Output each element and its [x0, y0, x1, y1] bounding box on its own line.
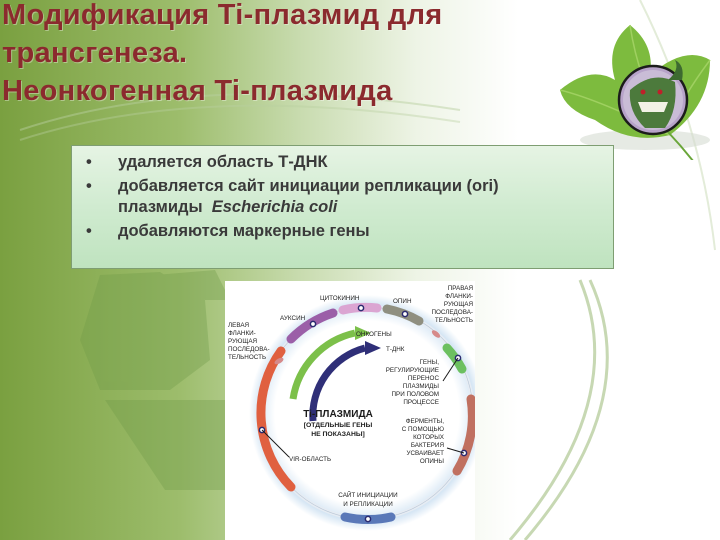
svg-text:ТЕЛЬНОСТЬ: ТЕЛЬНОСТЬ [435, 317, 473, 324]
label-tdna: Т-ДНК [386, 346, 405, 353]
label-vir-region: VIR-ОБЛАСТЬ [289, 456, 331, 463]
svg-text:ПОСЛЕДОВА-: ПОСЛЕДОВА- [431, 309, 473, 316]
left-flank-marker [274, 357, 284, 365]
slide-title: Модификация Ti-плазмид для трансгенеза. … [2, 0, 443, 110]
svg-text:ФЕРМЕНТЫ,: ФЕРМЕНТЫ, [406, 418, 445, 425]
ti-plasmid-diagram: ЦИТОКИНИН ОПИН АУКСИН ОНКОГЕНЫ Т-ДНК ЛЕВ… [225, 281, 475, 540]
bullet-text: удаляется область Т-ДНК [118, 153, 328, 171]
svg-text:КОТОРЫХ: КОТОРЫХ [413, 434, 445, 441]
right-flank-marker [431, 330, 441, 338]
bullet-marker: • [86, 222, 92, 240]
label-ori: САЙТ ИНИЦИАЦИИ И РЕПЛИКАЦИИ [338, 490, 398, 508]
label-opine-enzymes: ФЕРМЕНТЫ, С ПОМОЩЬЮ КОТОРЫХ БАКТЕРИЯ УСВ… [402, 418, 445, 465]
label-opin: ОПИН [393, 298, 412, 305]
svg-text:ПРОЦЕССЕ: ПРОЦЕССЕ [403, 399, 439, 406]
svg-text:ЛЕВАЯ: ЛЕВАЯ [228, 322, 250, 329]
svg-text:ГЕНЫ,: ГЕНЫ, [420, 359, 440, 366]
svg-text:РУЮЩАЯ: РУЮЩАЯ [444, 301, 474, 308]
svg-text:[ОТДЕЛЬНЫЕ ГЕНЫ: [ОТДЕЛЬНЫЕ ГЕНЫ [304, 422, 373, 429]
svg-text:ПЕРЕНОС: ПЕРЕНОС [408, 375, 440, 382]
label-oncogenes: ОНКОГЕНЫ [356, 331, 392, 338]
title-line-3: Неонкогенная Ti-плазмида [2, 75, 393, 107]
svg-text:ФЛАНКИ-: ФЛАНКИ- [445, 293, 473, 300]
bullet-text-continuation: плазмиды [118, 198, 208, 216]
oncogenes-arrow [289, 329, 356, 400]
svg-text:УСВАИВАЕТ: УСВАИВАЕТ [406, 450, 444, 457]
bullet-marker: • [86, 153, 92, 171]
svg-text:БАКТЕРИЯ: БАКТЕРИЯ [411, 442, 445, 449]
bullet-list-box: • удаляется область Т-ДНК • добавляется … [71, 145, 614, 269]
species-name: Escherichia coli [211, 198, 338, 216]
svg-text:И РЕПЛИКАЦИИ: И РЕПЛИКАЦИИ [343, 501, 393, 508]
label-auxin: АУКСИН [280, 315, 306, 322]
svg-text:ПЛАЗМИДЫ: ПЛАЗМИДЫ [403, 383, 440, 390]
svg-text:РУЮЩАЯ: РУЮЩАЯ [228, 338, 258, 345]
bullet-list: • удаляется область Т-ДНК • добавляется … [72, 146, 613, 242]
svg-text:Ti-ПЛАЗМИДА: Ti-ПЛАЗМИДА [303, 409, 373, 420]
svg-text:САЙТ ИНИЦИАЦИИ: САЙТ ИНИЦИАЦИИ [338, 490, 398, 499]
diagram-title: Ti-ПЛАЗМИДА [ОТДЕЛЬНЫЕ ГЕНЫ НЕ ПОКАЗАНЫ] [303, 409, 373, 438]
bullet-item: • удаляется область Т-ДНК [72, 152, 613, 173]
tdna-arrow [309, 344, 366, 422]
title-line-1: Модификация Ti-плазмид для [2, 0, 443, 31]
leaf-with-dragon-badge-icon [559, 20, 720, 171]
bullet-item: • добавляются маркерные гены [72, 221, 613, 242]
recycle-arrows-icon [80, 270, 230, 490]
label-conjugation-genes: ГЕНЫ, РЕГУЛИРУЮЩИЕ ПЕРЕНОС ПЛАЗМИДЫ ПРИ … [386, 359, 440, 406]
svg-text:ПОСЛЕДОВА-: ПОСЛЕДОВА- [228, 346, 270, 353]
svg-text:НЕ ПОКАЗАНЫ]: НЕ ПОКАЗАНЫ] [311, 431, 365, 438]
svg-text:ПРАВАЯ: ПРАВАЯ [448, 285, 474, 292]
svg-text:ТЕЛЬНОСТЬ: ТЕЛЬНОСТЬ [228, 354, 266, 361]
svg-text:ПРИ ПОЛОВОМ: ПРИ ПОЛОВОМ [391, 391, 439, 398]
bullet-text: добавляется сайт инициации репликации (o… [118, 177, 499, 195]
label-left-flank: ЛЕВАЯ ФЛАНКИ- РУЮЩАЯ ПОСЛЕДОВА- ТЕЛЬНОСТ… [228, 322, 270, 361]
opine-catabolism-segment [452, 394, 475, 476]
bullet-item: • добавляется сайт инициации репликации … [72, 176, 613, 218]
label-right-flank: ПРАВАЯ ФЛАНКИ- РУЮЩАЯ ПОСЛЕДОВА- ТЕЛЬНОС… [431, 285, 473, 324]
svg-text:С ПОМОЩЬЮ: С ПОМОЩЬЮ [402, 426, 445, 433]
label-cytokinin: ЦИТОКИНИН [320, 295, 360, 302]
title-line-2: трансгенеза. [2, 37, 188, 69]
bullet-text: добавляются маркерные гены [118, 222, 370, 240]
bullet-marker: • [86, 177, 92, 195]
svg-text:ОПИНЫ: ОПИНЫ [420, 458, 444, 465]
vir-region-segment [256, 346, 296, 492]
svg-text:ФЛАНКИ-: ФЛАНКИ- [228, 330, 256, 337]
svg-text:РЕГУЛИРУЮЩИЕ: РЕГУЛИРУЮЩИЕ [386, 367, 439, 374]
